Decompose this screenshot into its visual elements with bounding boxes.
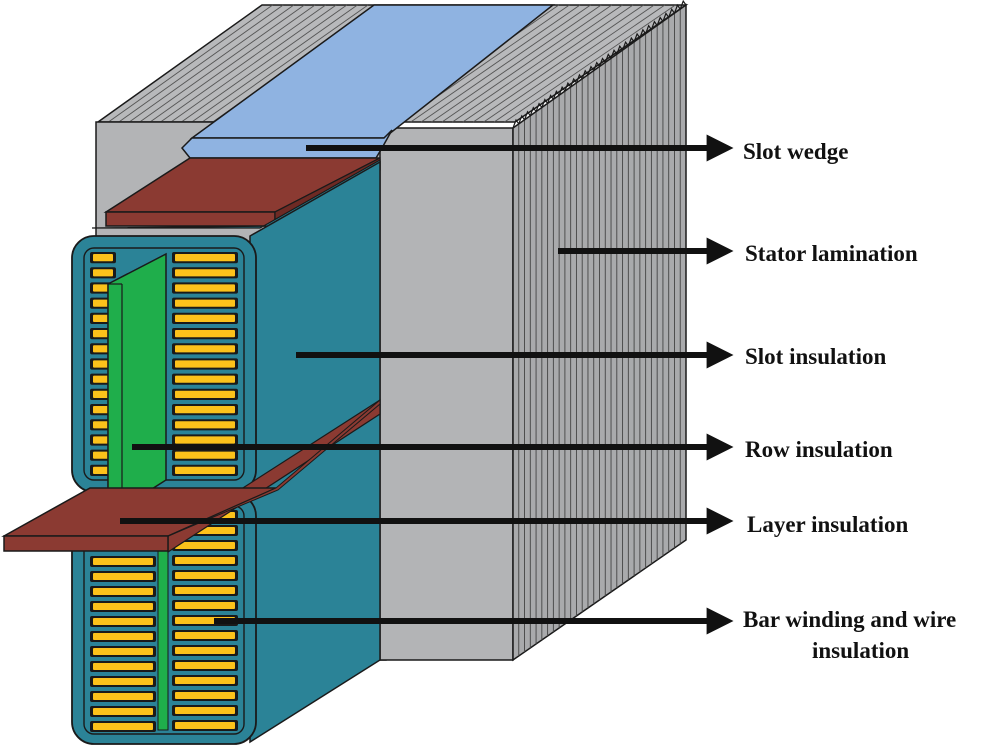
- label-bar-winding-line1: Bar winding and wire: [743, 607, 956, 632]
- lamination-top-line: [160, 4, 326, 123]
- conductor-bar: [175, 632, 235, 639]
- conductor-bar: [93, 648, 153, 655]
- conductor-bar: [93, 603, 153, 610]
- conductor-bar: [175, 284, 235, 292]
- conductor-bar: [93, 588, 153, 595]
- lamination-top-line: [191, 4, 358, 123]
- middle-layer-insulation: [1, 398, 381, 554]
- lamination-notched-edge: [512, 0, 687, 129]
- conductor-bar: [93, 693, 153, 700]
- label-slot-wedge: Slot wedge: [743, 139, 848, 164]
- conductor-bar: [93, 254, 113, 262]
- lamination-top-line: [462, 4, 634, 123]
- layer-insulation-top-right: [167, 398, 381, 537]
- conductor-bar: [175, 542, 235, 549]
- conductor-bar: [175, 314, 235, 322]
- conductor-bar: [175, 269, 235, 277]
- conductor-bar: [175, 436, 235, 444]
- lamination-top-line: [431, 4, 602, 123]
- conductor-bar: [175, 722, 235, 729]
- lamination-top-line: [118, 4, 284, 123]
- conductor-bar: [93, 723, 153, 730]
- conductor-bar: [93, 573, 153, 580]
- lamination-top-line: [139, 4, 305, 123]
- layer-insulation-front: [3, 535, 169, 552]
- conductor-bar: [175, 466, 235, 474]
- label-slot-insulation: Slot insulation: [745, 344, 886, 369]
- lamination-top-line: [129, 4, 295, 123]
- row-insulation-board: [107, 252, 167, 509]
- conductor-bar: [175, 299, 235, 307]
- conductor-bar: [175, 421, 235, 429]
- lamination-top-line: [473, 4, 644, 123]
- conductor-bar: [175, 345, 235, 353]
- lamination-top-line: [420, 4, 591, 123]
- conductor-bar: [175, 451, 235, 459]
- conductor-bar: [175, 375, 235, 383]
- conductor-bar: [175, 662, 235, 669]
- lamination-top-line: [441, 4, 613, 123]
- conductor-bar: [175, 390, 235, 398]
- top-layer-insulation-front: [105, 211, 276, 227]
- label-row-insulation: Row insulation: [745, 437, 893, 462]
- conductor-bar: [175, 647, 235, 654]
- lamination-front-block: [379, 127, 514, 661]
- lamination-top-line: [149, 4, 316, 123]
- lamination-top-line: [483, 4, 655, 123]
- conductor-bar: [175, 557, 235, 564]
- lamination-top-line: [108, 4, 273, 123]
- lamination-top-line: [452, 4, 623, 123]
- lamination-top-line: [170, 4, 337, 123]
- conductor-bar: [175, 254, 235, 262]
- callout-arrows: [120, 134, 734, 635]
- conductor-bar: [175, 360, 235, 368]
- conductor-bar: [175, 692, 235, 699]
- lamination-top-line: [181, 4, 348, 123]
- lamination-top-line: [410, 4, 581, 123]
- labels: Slot wedge Stator lamination Slot insula…: [743, 139, 956, 663]
- label-layer-insulation: Layer insulation: [747, 512, 908, 537]
- conductor-bar: [93, 618, 153, 625]
- conductor-bar: [93, 633, 153, 640]
- conductor-bar: [93, 708, 153, 715]
- conductor-bar: [175, 587, 235, 594]
- lamination-side-lines: [518, 9, 681, 656]
- conductor-bar: [175, 677, 235, 684]
- label-stator-lamination: Stator lamination: [745, 241, 918, 266]
- conductor-bar: [93, 678, 153, 685]
- lamination-top-line: [504, 4, 676, 123]
- conductor-bar: [93, 269, 113, 277]
- conductor-bar: [93, 558, 153, 565]
- conductor-bar: [175, 330, 235, 338]
- conductor-bar: [175, 707, 235, 714]
- conductor-bar: [175, 602, 235, 609]
- lamination-top-line: [493, 4, 666, 123]
- conductor-bar: [175, 406, 235, 414]
- conductor-bar: [93, 663, 153, 670]
- lamination-top-line: [201, 4, 369, 123]
- conductor-bar: [175, 572, 235, 579]
- row-insulation-lower: [157, 549, 169, 731]
- row-insulation: [107, 252, 167, 509]
- label-bar-winding-line2: insulation: [812, 638, 909, 663]
